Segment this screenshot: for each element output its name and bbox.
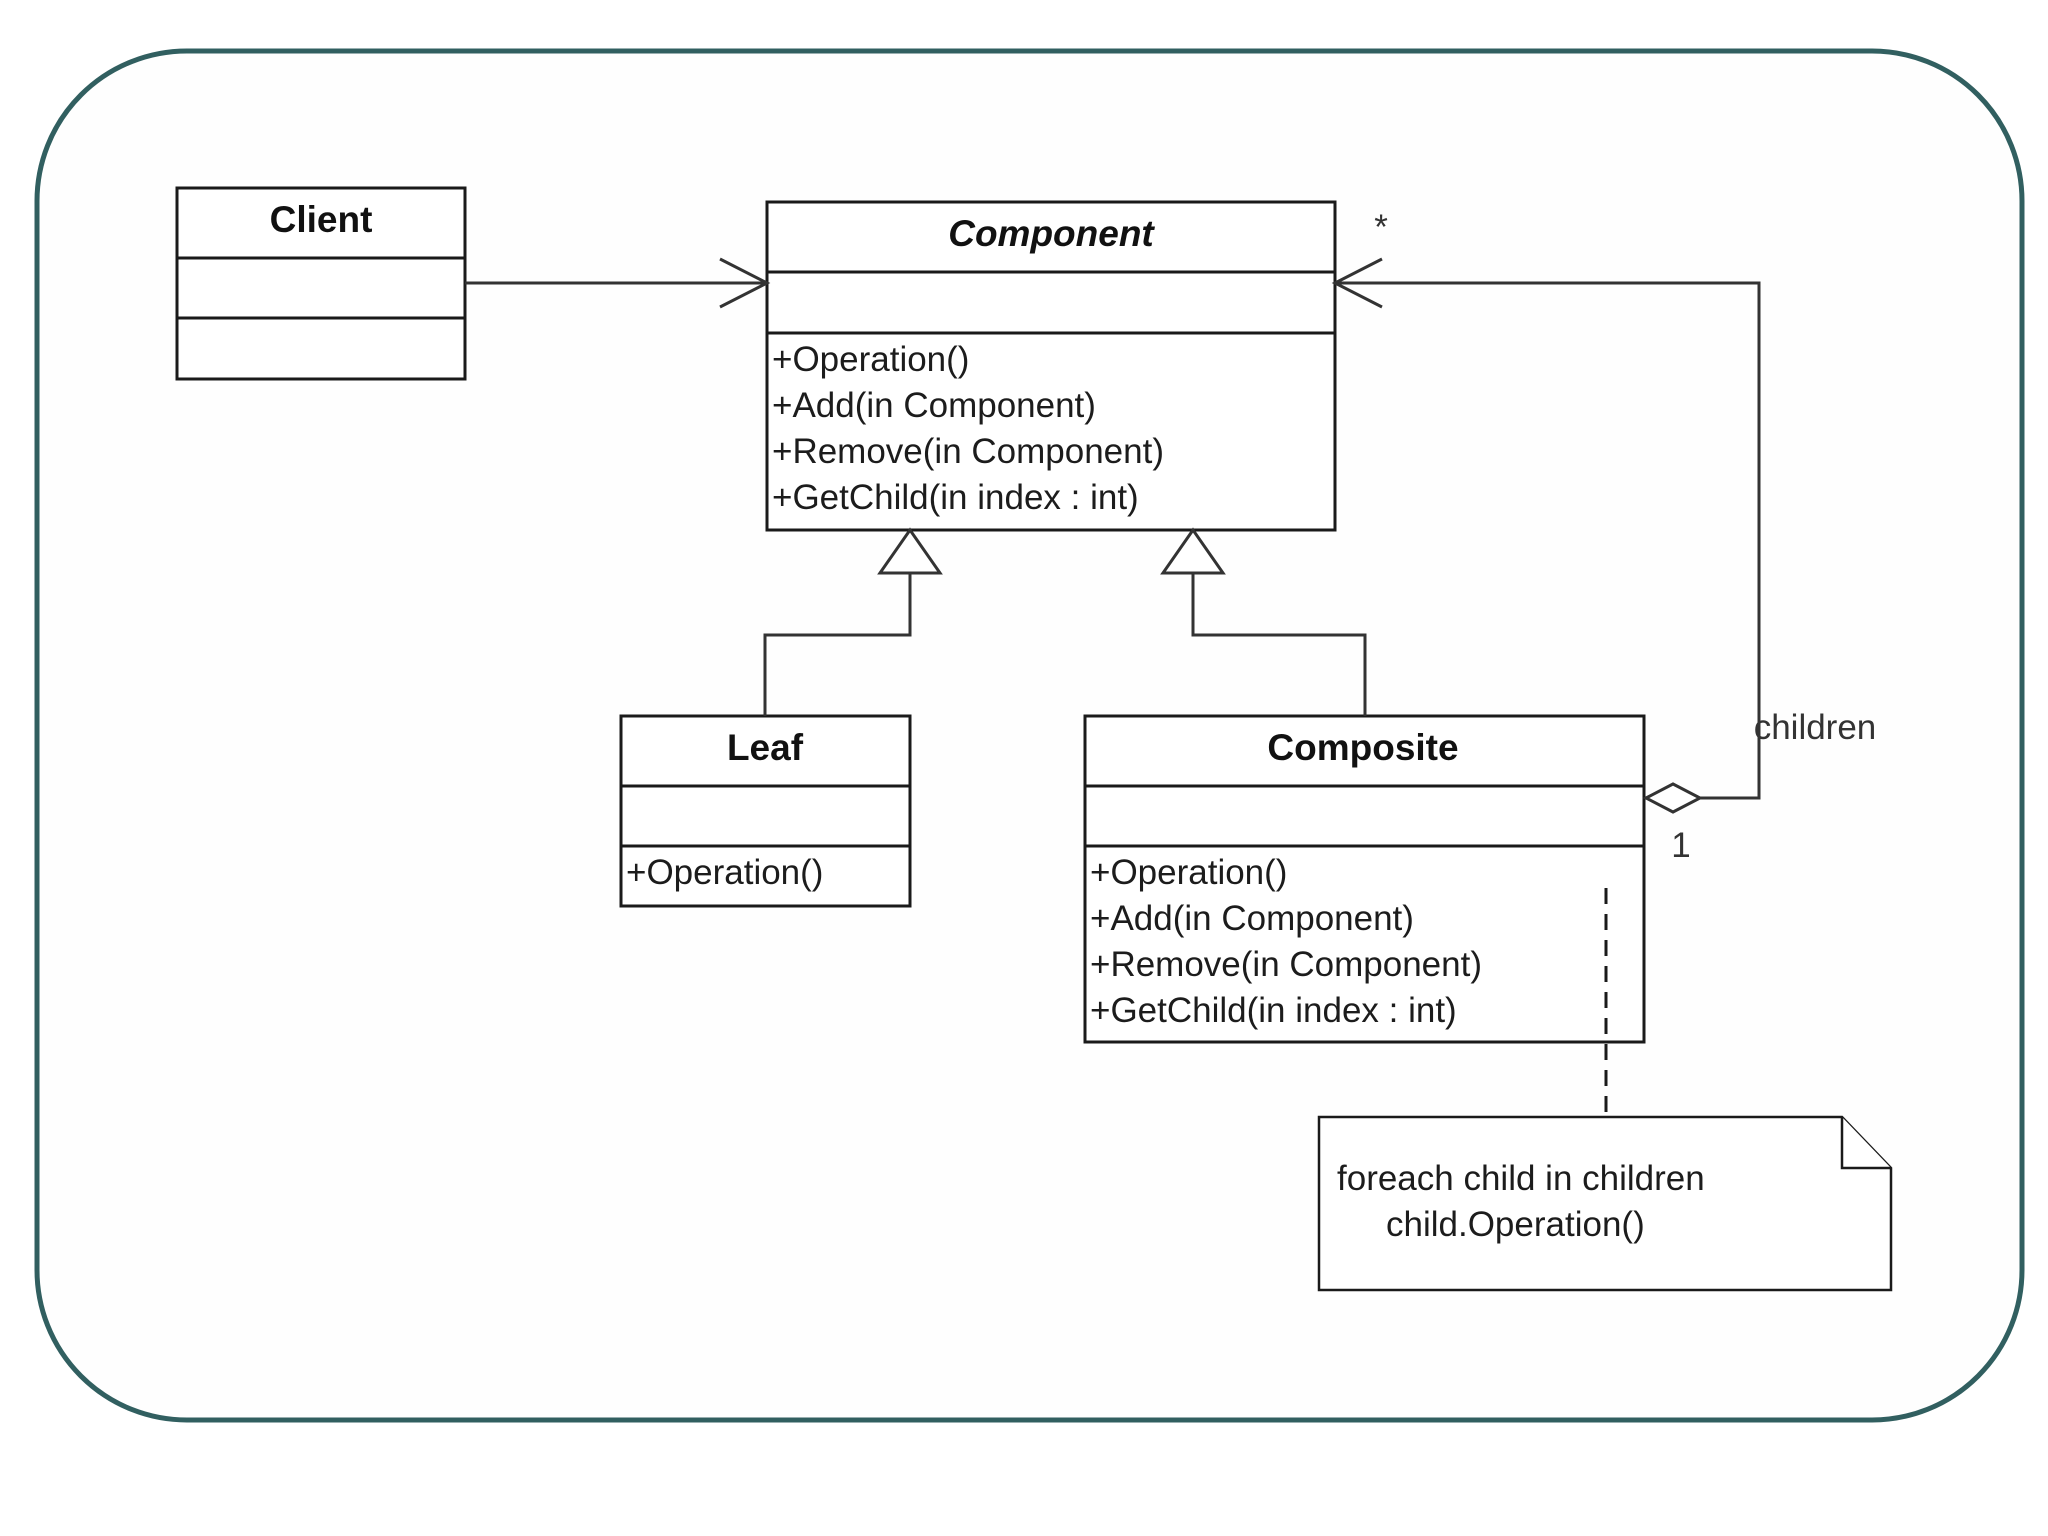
note-box bbox=[1317, 1115, 1893, 1292]
open-arrowhead bbox=[719, 257, 771, 309]
generalization-line bbox=[763, 573, 912, 716]
hollow-triangle-arrowhead bbox=[877, 527, 943, 575]
open-arrowhead bbox=[1331, 257, 1383, 309]
class-composite-box bbox=[1083, 714, 1646, 1044]
class-client-name: Client bbox=[270, 199, 373, 240]
generalization-leaf-component bbox=[763, 527, 943, 716]
class-composite-name: Composite bbox=[1267, 727, 1458, 768]
note-line: foreach child in children bbox=[1337, 1159, 1705, 1198]
class-component-box bbox=[765, 200, 1337, 532]
association-client-component bbox=[465, 257, 771, 309]
class-component-method: +GetChild(in index : int) bbox=[772, 478, 1139, 517]
class-composite-method: +GetChild(in index : int) bbox=[1090, 991, 1457, 1030]
aggregation-line bbox=[1335, 281, 1761, 800]
class-composite-method: +Operation() bbox=[1090, 853, 1287, 892]
class-leaf[interactable]: Leaf +Operation() bbox=[619, 714, 912, 908]
generalization-composite-component bbox=[1160, 527, 1367, 716]
multiplicity-many: * bbox=[1374, 208, 1388, 247]
class-composite-method: +Add(in Component) bbox=[1090, 899, 1414, 938]
class-composite[interactable]: Composite +Operation() +Add(in Component… bbox=[1083, 714, 1646, 1044]
aggregation-composite-children bbox=[1331, 257, 1761, 814]
class-client-box bbox=[175, 186, 467, 381]
note-line: child.Operation() bbox=[1386, 1205, 1645, 1244]
note-folded-corner bbox=[1840, 1117, 1891, 1170]
role-children-label: children bbox=[1754, 708, 1877, 747]
class-component-method: +Operation() bbox=[772, 340, 969, 379]
class-leaf-name: Leaf bbox=[727, 727, 804, 768]
class-component-name: Component bbox=[948, 213, 1155, 254]
class-component-method: +Remove(in Component) bbox=[772, 432, 1164, 471]
class-leaf-box bbox=[619, 714, 912, 908]
class-leaf-method: +Operation() bbox=[626, 853, 823, 892]
diagram-frame bbox=[34, 48, 2025, 1423]
class-composite-method: +Remove(in Component) bbox=[1090, 945, 1482, 984]
class-component-method: +Add(in Component) bbox=[772, 386, 1096, 425]
multiplicity-one: 1 bbox=[1671, 826, 1690, 865]
generalization-line bbox=[1191, 573, 1367, 716]
note-operation[interactable]: foreach child in children child.Operatio… bbox=[1317, 888, 1893, 1292]
hollow-triangle-arrowhead bbox=[1160, 527, 1226, 575]
class-client[interactable]: Client bbox=[175, 186, 467, 381]
aggregation-diamond bbox=[1642, 782, 1704, 814]
class-component[interactable]: Component +Operation() +Add(in Component… bbox=[765, 200, 1337, 532]
